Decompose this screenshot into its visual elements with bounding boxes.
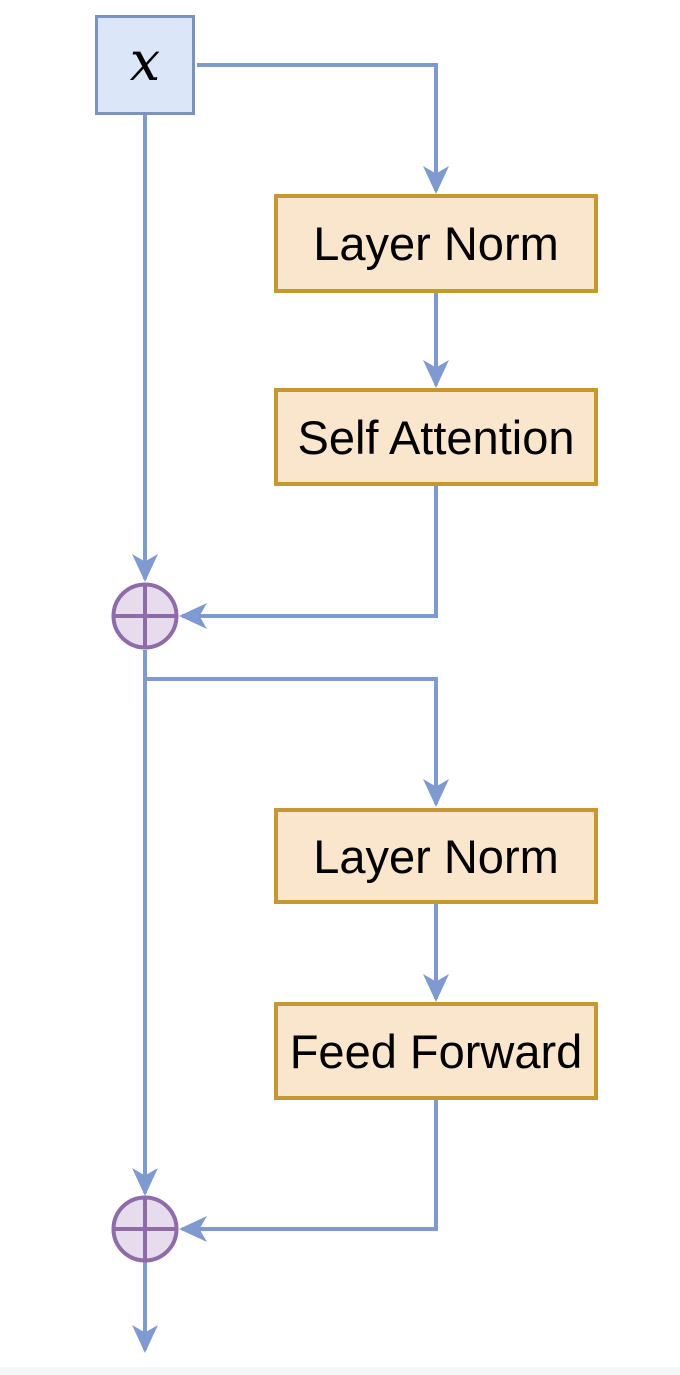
- layer-norm-1-node: Layer Norm: [274, 194, 598, 293]
- add-node-1: [111, 582, 179, 650]
- edge-input-to-layer-norm-1: [197, 63, 449, 194]
- layer-norm-2-label: Layer Norm: [313, 829, 559, 883]
- plus-icon: [113, 584, 177, 648]
- plus-icon: [113, 1197, 177, 1261]
- edge-feed-forward-to-add-2: [179, 1100, 438, 1242]
- add-node-2: [111, 1195, 179, 1263]
- self-attention-label: Self Attention: [297, 410, 575, 464]
- input-node: x: [95, 15, 195, 115]
- layer-norm-1-label: Layer Norm: [313, 217, 559, 270]
- edge-self-attention-to-add-1: [179, 486, 438, 629]
- layer-norm-2-node: Layer Norm: [274, 808, 598, 904]
- feed-forward-node: Feed Forward: [274, 1002, 598, 1100]
- input-label: x: [129, 30, 161, 93]
- edge-add-1-to-layer-norm-2: [145, 677, 449, 807]
- page-bottom-edge: [0, 1367, 680, 1375]
- self-attention-node: Self Attention: [274, 388, 598, 486]
- feed-forward-label: Feed Forward: [289, 1024, 583, 1078]
